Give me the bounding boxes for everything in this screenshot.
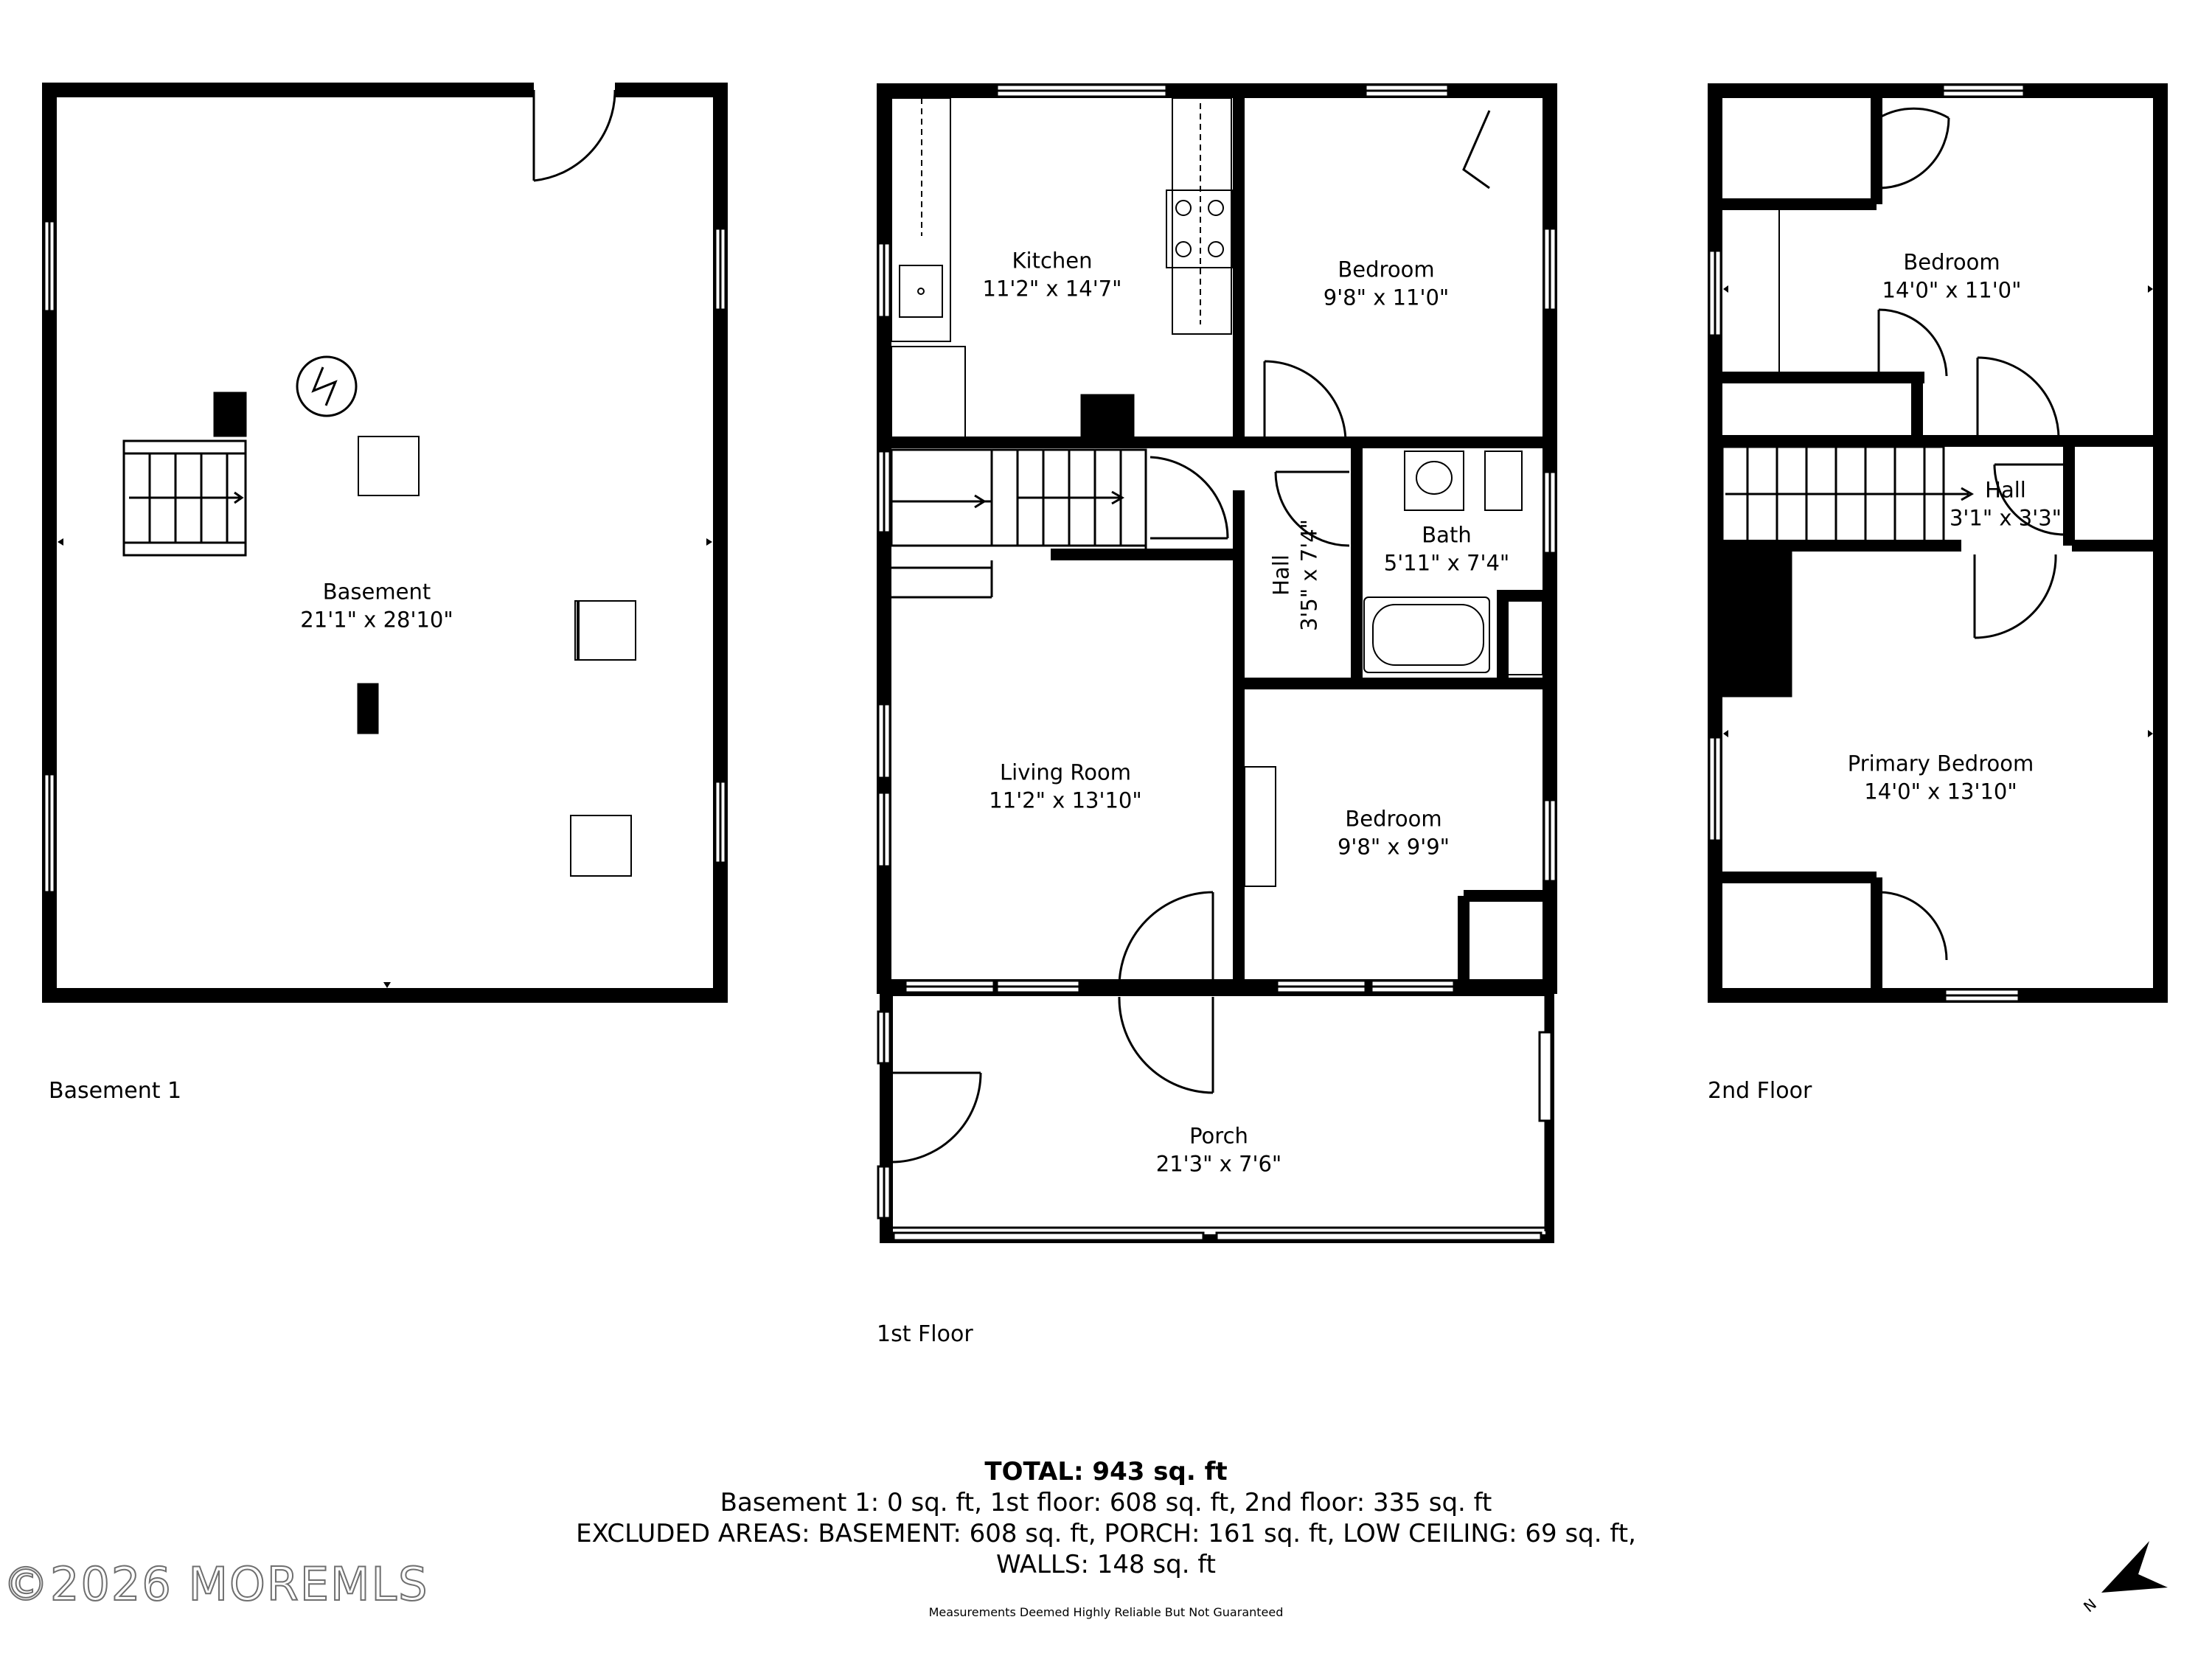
stairs xyxy=(1721,445,1975,543)
room-label-living-room: Living Room 11'2" x 13'10" xyxy=(989,759,1141,814)
north-arrow-icon: N xyxy=(2080,1541,2168,1615)
room-label-hall: Hall 3'5" x 7'4" xyxy=(1267,519,1323,631)
dimension-ticks xyxy=(58,90,712,988)
room-dimensions: 9'8" x 11'0" xyxy=(1323,285,1450,310)
second-floor-plan xyxy=(1708,83,2168,1003)
total-area: TOTAL: 943 sq. ft xyxy=(984,1457,1228,1486)
room-label-bedroom: Bedroom 14'0" x 11'0" xyxy=(1882,248,2022,304)
room-name: Primary Bedroom xyxy=(1847,751,2034,776)
appliance xyxy=(358,436,420,496)
stove-icon xyxy=(1166,189,1234,268)
window xyxy=(877,83,1557,1242)
excluded-areas-cont: WALLS: 148 sq. ft xyxy=(995,1550,1217,1579)
north-label: N xyxy=(2080,1595,2100,1615)
bath-fixtures xyxy=(1363,451,1543,675)
room-name: Bedroom xyxy=(1338,257,1435,282)
kitchen-fixtures xyxy=(891,97,1234,439)
room-label-kitchen: Kitchen 11'2" x 14'7" xyxy=(983,247,1122,302)
room-name: Bedroom xyxy=(1345,806,1442,832)
stairs xyxy=(122,439,247,557)
electrical-panel-icon xyxy=(296,355,358,417)
door xyxy=(1877,107,2065,961)
toilet-icon xyxy=(1484,451,1523,511)
sink-icon xyxy=(1404,451,1464,511)
appliance xyxy=(574,600,636,661)
stairs xyxy=(890,448,1147,599)
disclaimer: Measurements Deemed Highly Reliable But … xyxy=(928,1605,1284,1619)
room-label-porch: Porch 21'3" x 7'6" xyxy=(1156,1122,1281,1178)
area-breakdown: Basement 1: 0 sq. ft, 1st floor: 608 sq.… xyxy=(720,1488,1492,1517)
chimney xyxy=(1717,549,1792,698)
room-name: Bedroom xyxy=(1903,249,2000,275)
floor-label-second: 2nd Floor xyxy=(1708,1078,1812,1104)
room-label-bedroom: Bedroom 9'8" x 11'0" xyxy=(1324,256,1449,311)
room-name: Hall xyxy=(1268,554,1294,596)
floor-label-basement: Basement 1 xyxy=(49,1078,182,1104)
room-dimensions: 3'5" x 7'4" xyxy=(1296,518,1321,632)
room-dimensions: 21'1" x 28'10" xyxy=(300,607,453,632)
door xyxy=(532,83,616,182)
chimney xyxy=(213,392,247,437)
area-summary: TOTAL: 943 sq. ft Basement 1: 0 sq. ft, … xyxy=(0,1456,2212,1580)
room-label-hall: Hall 3'1" x 3'3" xyxy=(1950,476,2062,532)
room-name: Basement xyxy=(322,579,431,605)
room-name: Hall xyxy=(1985,477,2026,503)
room-dimensions: 11'2" x 13'10" xyxy=(989,787,1142,813)
room-name: Porch xyxy=(1189,1123,1248,1149)
appliance xyxy=(570,815,632,877)
excluded-areas: EXCLUDED AREAS: BASEMENT: 608 sq. ft, PO… xyxy=(576,1519,1636,1548)
watermark: ©2026 MOREMLS xyxy=(2,1557,429,1612)
room-name: Kitchen xyxy=(1012,248,1093,274)
room-label-bath: Bath 5'11" x 7'4" xyxy=(1384,521,1509,577)
room-dimensions: 14'0" x 11'0" xyxy=(1882,277,2022,302)
room-dimensions: 21'3" x 7'6" xyxy=(1155,1151,1282,1176)
room-label-basement: Basement 21'1" x 28'10" xyxy=(300,578,453,633)
floor-label-first: 1st Floor xyxy=(877,1321,973,1347)
window xyxy=(1708,83,2025,1003)
room-label-primary-bedroom: Primary Bedroom 14'0" x 13'10" xyxy=(1848,750,2034,805)
dimension-ticks xyxy=(1723,285,2153,737)
column xyxy=(357,683,379,734)
door xyxy=(891,110,1491,1164)
basement-floor-plan xyxy=(42,83,728,1003)
room-dimensions: 5'11" x 7'4" xyxy=(1383,550,1510,575)
room-dimensions: 3'1" x 3'3" xyxy=(1949,505,2062,530)
room-dimensions: 9'8" x 9'9" xyxy=(1337,834,1450,859)
room-name: Living Room xyxy=(999,759,1132,785)
room-dimensions: 14'0" x 13'10" xyxy=(1864,779,2017,804)
room-name: Bath xyxy=(1422,522,1472,548)
bathtub-icon xyxy=(1363,597,1490,673)
first-floor-plan xyxy=(877,83,1557,1243)
room-label-bedroom: Bedroom 9'8" x 9'9" xyxy=(1338,805,1450,860)
room-dimensions: 11'2" x 14'7" xyxy=(982,276,1122,301)
sink-icon xyxy=(899,265,943,318)
chimney xyxy=(1080,394,1135,442)
window xyxy=(43,220,727,894)
